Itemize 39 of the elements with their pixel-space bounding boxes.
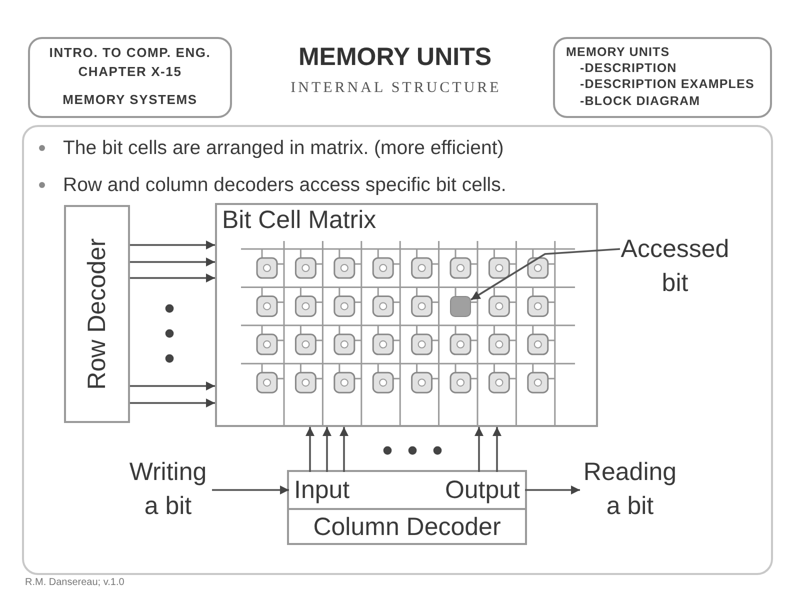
row-decoder-box bbox=[64, 205, 130, 423]
bullet-text: Row and column decoders access specific bit cells. bbox=[63, 173, 506, 197]
arrow bbox=[474, 427, 484, 472]
port-label: Output bbox=[440, 472, 525, 508]
arrow bbox=[306, 427, 314, 472]
section-label: MEMORY SYSTEMS bbox=[62, 91, 198, 109]
accessed-bit-cell bbox=[450, 296, 471, 317]
topic-item: -DESCRIPTION bbox=[580, 60, 677, 76]
arrow bbox=[130, 274, 215, 282]
callout-text: Accessed bit bbox=[620, 232, 730, 300]
row-decoder-label: Row Decoder bbox=[82, 238, 112, 390]
matrix-box bbox=[215, 203, 598, 427]
arrow bbox=[130, 398, 215, 408]
topic-heading: MEMORY UNITS bbox=[566, 44, 670, 60]
topics-box bbox=[553, 37, 772, 118]
topic-item: -BLOCK DIAGRAM bbox=[580, 93, 700, 109]
bullet-text: The bit cells are arranged in matrix. (more efficient) bbox=[63, 136, 504, 160]
matrix-title: Bit Cell Matrix bbox=[222, 205, 376, 235]
footer-text: R.M. Dansereau; v.1.0 bbox=[25, 577, 124, 589]
arrow bbox=[492, 427, 502, 472]
slide-subtitle: INTERNAL STRUCTURE bbox=[290, 79, 502, 97]
course-label: INTRO. TO COMP. ENG. CHAPTER X-15 bbox=[48, 44, 212, 81]
arrow bbox=[130, 240, 215, 250]
arrow bbox=[322, 427, 332, 472]
arrow bbox=[340, 427, 348, 472]
content-panel bbox=[22, 125, 773, 575]
annotation-text: Writing a bit bbox=[124, 455, 212, 523]
arrow bbox=[525, 486, 580, 494]
port-label: Input bbox=[289, 472, 355, 508]
column-decoder-label: Column Decoder bbox=[313, 512, 501, 543]
slide-title: MEMORY UNITS bbox=[298, 42, 492, 72]
leader-line bbox=[470, 248, 620, 300]
arrow bbox=[212, 486, 289, 494]
arrow bbox=[130, 258, 215, 266]
arrow bbox=[130, 382, 215, 390]
annotation-text: Reading a bit bbox=[580, 455, 680, 523]
topic-item: -DESCRIPTION EXAMPLES bbox=[580, 76, 754, 92]
column-decoder-box bbox=[287, 470, 527, 545]
course-box bbox=[28, 37, 232, 118]
